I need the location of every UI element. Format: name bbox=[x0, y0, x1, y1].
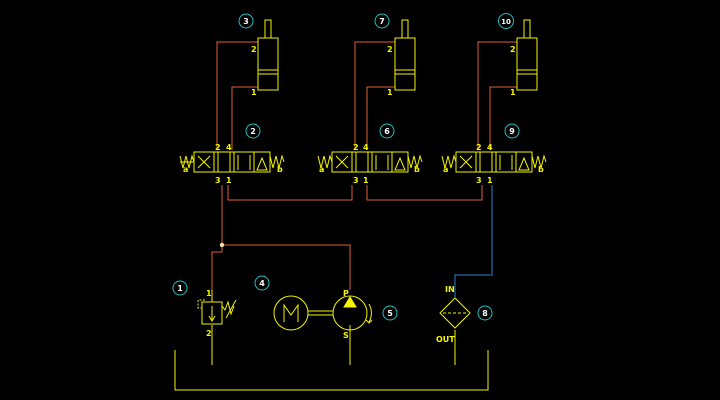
callout-8: 8 bbox=[477, 305, 493, 321]
port-2-label: 2 bbox=[353, 143, 359, 152]
port-4-label: 4 bbox=[363, 143, 369, 152]
callouts: 1 2 3 4 5 6 7 8 bbox=[172, 13, 520, 321]
cylinder-10 bbox=[516, 19, 538, 91]
motor-symbol bbox=[273, 295, 309, 331]
directional-valve-6 bbox=[317, 151, 423, 173]
cylinder-3-port-2: 2 bbox=[251, 45, 257, 54]
solenoid-a-label: a bbox=[319, 165, 324, 174]
directional-valve-9 bbox=[441, 151, 547, 173]
return-line bbox=[454, 185, 493, 285]
port-3-label: 3 bbox=[476, 176, 482, 185]
callout-1-label: 1 bbox=[177, 284, 183, 293]
relief-port-2: 2 bbox=[206, 329, 212, 338]
callout-6: 6 bbox=[379, 123, 395, 139]
directional-valve-2 bbox=[179, 151, 285, 173]
filter-symbol bbox=[439, 285, 471, 329]
port-3-label: 3 bbox=[353, 176, 359, 185]
pressure-lines bbox=[211, 41, 517, 290]
filter-in-label: IN bbox=[445, 285, 455, 294]
pump-symbol bbox=[332, 295, 373, 336]
cylinder-10-port-2: 2 bbox=[510, 45, 516, 54]
callout-3: 3 bbox=[238, 13, 254, 29]
cylinder-10-port-1: 1 bbox=[510, 88, 516, 97]
port-1-label: 1 bbox=[487, 176, 493, 185]
callout-9-label: 9 bbox=[509, 127, 515, 136]
callout-10: 10 bbox=[498, 13, 514, 29]
cylinder-7 bbox=[394, 19, 416, 91]
callout-7-label: 7 bbox=[379, 17, 385, 26]
solenoid-b-label: b bbox=[277, 165, 283, 174]
solenoid-b-label: b bbox=[414, 165, 420, 174]
callout-5-label: 5 bbox=[387, 309, 393, 318]
callout-1: 1 bbox=[172, 280, 188, 296]
solenoid-b-label: b bbox=[538, 165, 544, 174]
callout-4-label: 4 bbox=[259, 279, 265, 288]
port-4-label: 4 bbox=[226, 143, 232, 152]
relief-port-1: 1 bbox=[206, 289, 212, 298]
valve-6-ports: 2 4 3 1 a b bbox=[319, 143, 420, 185]
callout-9: 9 bbox=[504, 123, 520, 139]
solenoid-a-label: a bbox=[443, 165, 448, 174]
cylinder-3-port-1: 1 bbox=[251, 88, 257, 97]
junction-dot bbox=[219, 242, 225, 248]
callout-2: 2 bbox=[245, 123, 261, 139]
valve-2-ports: 2 4 3 1 a b bbox=[183, 143, 283, 185]
pump-port-s: S bbox=[343, 331, 349, 340]
callout-10-label: 10 bbox=[501, 18, 511, 26]
relief-valve-symbol bbox=[197, 290, 237, 325]
port-4-label: 4 bbox=[487, 143, 493, 152]
port-2-label: 2 bbox=[476, 143, 482, 152]
port-1-label: 1 bbox=[226, 176, 232, 185]
callout-7: 7 bbox=[374, 13, 390, 29]
callout-4: 4 bbox=[254, 275, 270, 291]
callout-8-label: 8 bbox=[482, 309, 488, 318]
port-3-label: 3 bbox=[215, 176, 221, 185]
port-1-label: 1 bbox=[363, 176, 369, 185]
port-2-label: 2 bbox=[215, 143, 221, 152]
pump-port-p: P bbox=[343, 289, 349, 298]
callout-6-label: 6 bbox=[384, 127, 390, 136]
solenoid-a-label: a bbox=[183, 165, 188, 174]
cylinder-7-port-2: 2 bbox=[387, 45, 393, 54]
coupling-shaft bbox=[308, 310, 333, 316]
valve-9-ports: 2 4 3 1 a b bbox=[443, 143, 544, 185]
callout-2-label: 2 bbox=[250, 127, 256, 136]
cylinder-7-port-1: 1 bbox=[387, 88, 393, 97]
filter-out-label: OUT bbox=[436, 335, 455, 344]
cylinder-3 bbox=[257, 19, 279, 91]
callout-5: 5 bbox=[382, 305, 398, 321]
callout-3-label: 3 bbox=[243, 17, 249, 26]
